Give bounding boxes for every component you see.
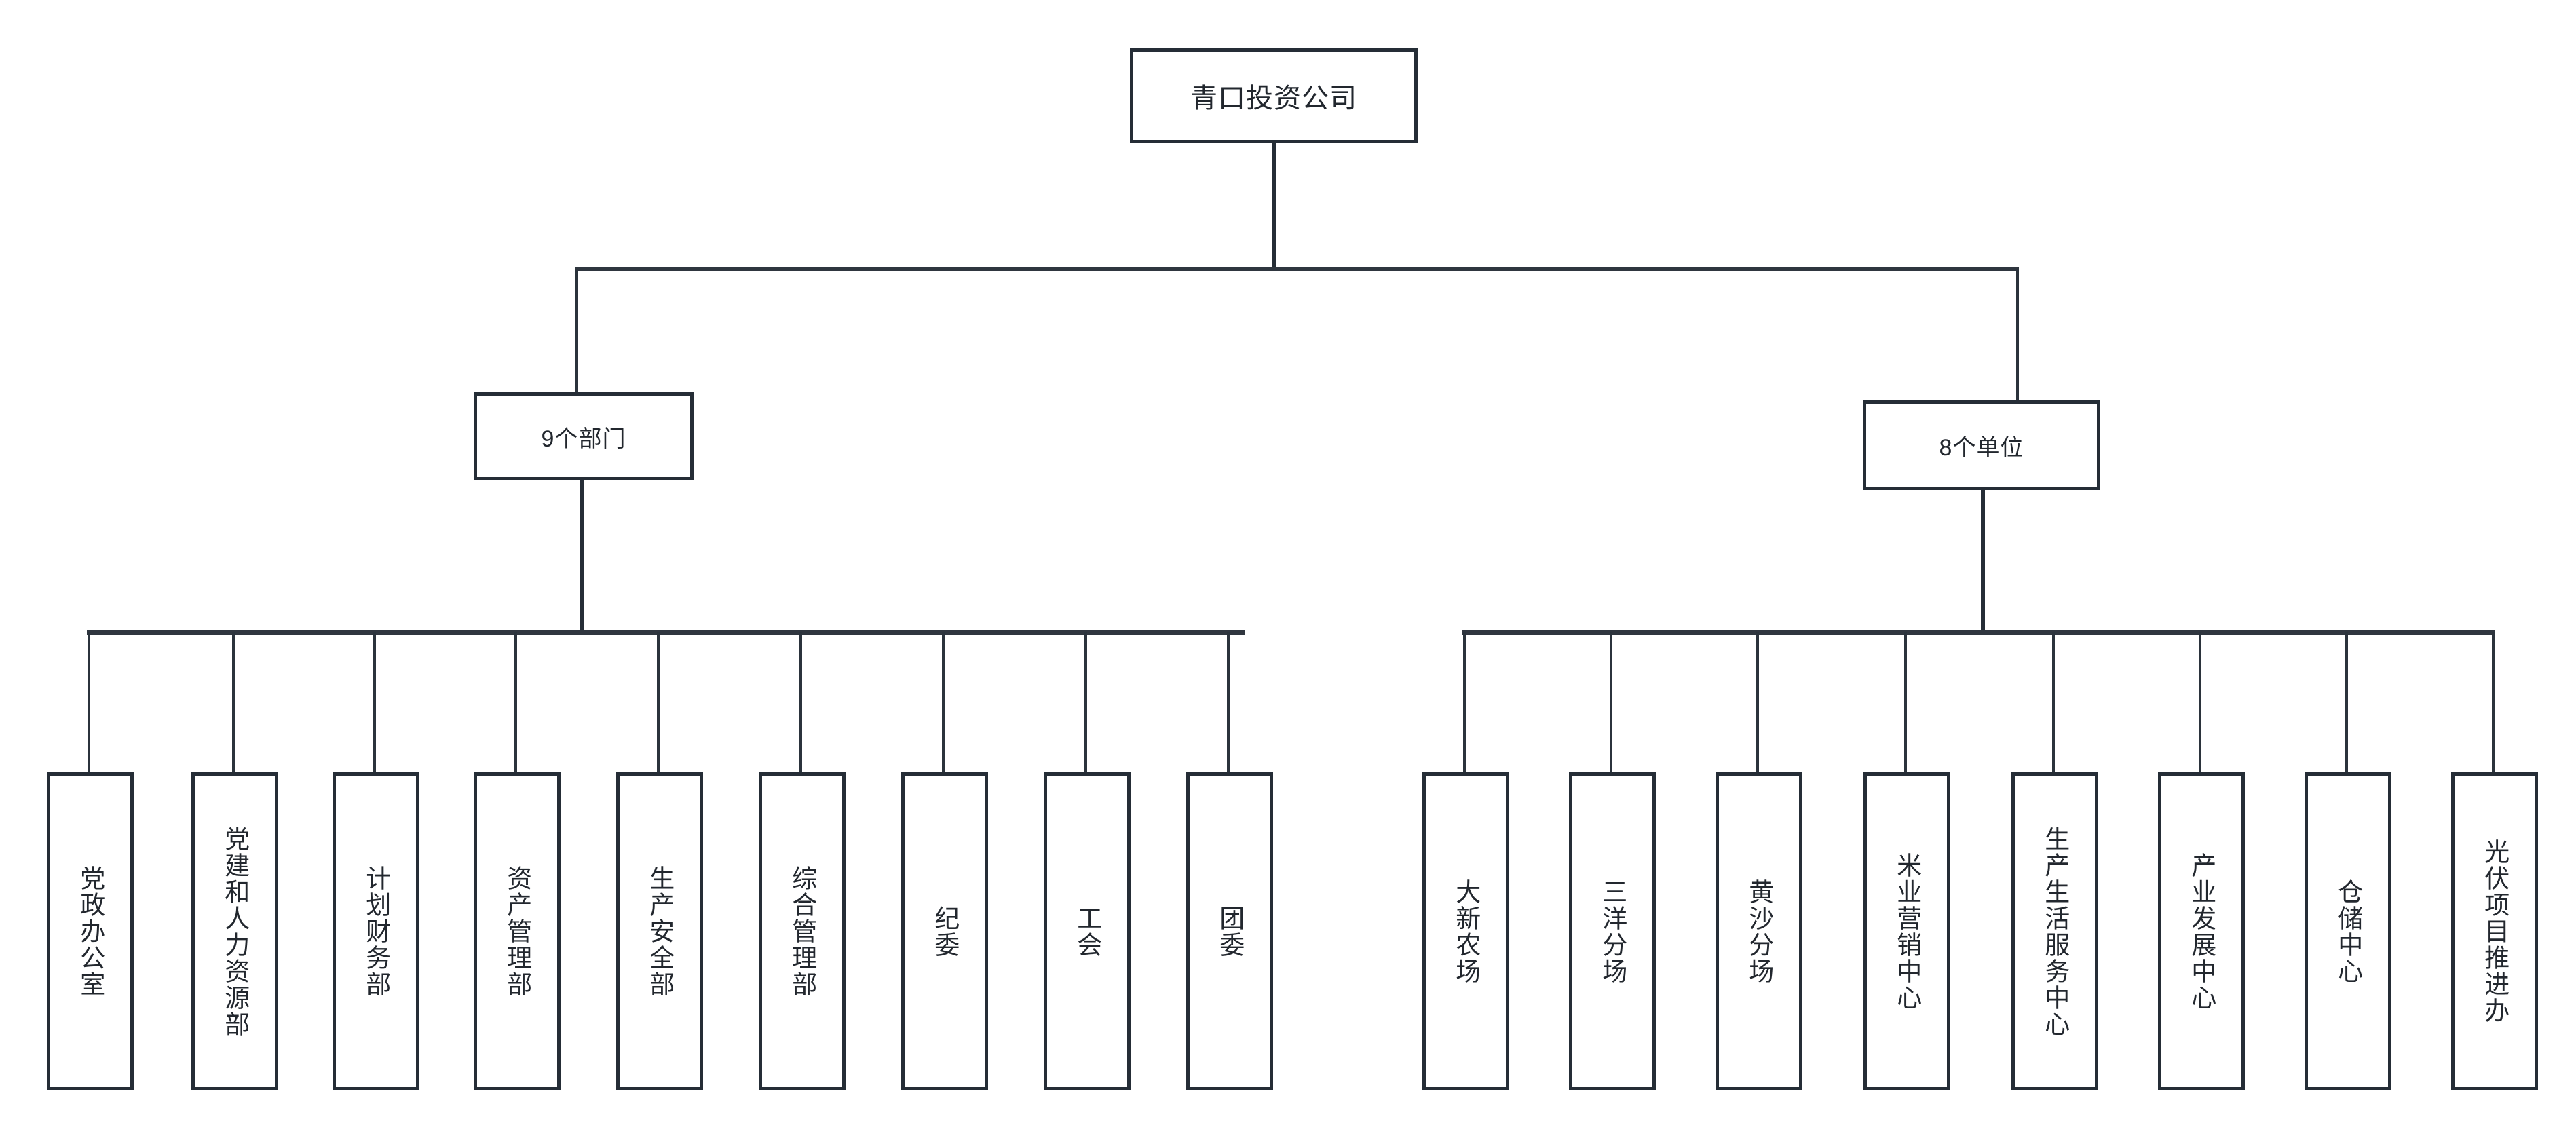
node-branch-departments[interactable]: 9个部门 [474, 392, 694, 480]
node-root-company-label: 青口投资公司 [1190, 83, 1357, 113]
connector-drop-dept-4 [514, 632, 517, 774]
connector-drop-unit-4 [1904, 632, 1907, 774]
node-unit-4[interactable]: 米业营销中心 [1863, 772, 1950, 1090]
node-dept-7-label: 纪委 [930, 905, 959, 958]
node-dept-1-label: 党政办公室 [76, 865, 105, 998]
node-dept-2-label: 党建和人力资源部 [221, 825, 249, 1038]
node-dept-9[interactable]: 团委 [1186, 772, 1273, 1090]
connector-drop-dept-3 [373, 632, 376, 774]
node-unit-5[interactable]: 生产生活服务中心 [2011, 772, 2098, 1090]
node-dept-6-label: 综合管理部 [788, 865, 816, 998]
node-dept-7[interactable]: 纪委 [901, 772, 988, 1090]
connector-drop-unit-8 [2492, 632, 2495, 774]
node-dept-4-label: 资产管理部 [503, 865, 531, 998]
node-unit-5-label: 生产生活服务中心 [2041, 825, 2069, 1038]
connector-drop-unit-5 [2052, 632, 2055, 774]
connector-departments-stem [580, 480, 584, 633]
connector-drop-dept-2 [232, 632, 235, 774]
node-unit-8-label: 光伏项目推进办 [2480, 839, 2509, 1024]
node-branch-departments-label: 9个部门 [541, 425, 626, 452]
node-unit-3[interactable]: 黄沙分场 [1716, 772, 1802, 1090]
node-unit-2[interactable]: 三洋分场 [1569, 772, 1656, 1090]
connector-drop-unit-2 [1610, 632, 1612, 774]
connector-drop-dept-1 [88, 632, 90, 774]
node-branch-units[interactable]: 8个单位 [1863, 400, 2100, 490]
connector-drop-dept-6 [799, 632, 802, 774]
node-unit-8[interactable]: 光伏项目推进办 [2451, 772, 2538, 1090]
node-dept-6[interactable]: 综合管理部 [759, 772, 846, 1090]
connector-departments-bar [87, 630, 1245, 635]
connector-units-bar [1462, 630, 2495, 635]
connector-drop-unit-1 [1463, 632, 1466, 774]
node-dept-5-label: 生产安全部 [645, 865, 674, 998]
node-unit-3-label: 黄沙分场 [1745, 878, 1773, 985]
node-branch-units-label: 8个单位 [1939, 434, 2024, 461]
connector-root-stem [1272, 142, 1276, 271]
node-dept-9-label: 团委 [1215, 905, 1244, 958]
node-dept-8-label: 工会 [1073, 905, 1101, 958]
node-dept-5[interactable]: 生产安全部 [616, 772, 703, 1090]
node-unit-7-label: 仓储中心 [2334, 878, 2362, 985]
connector-root-split-bar [575, 267, 2019, 271]
node-dept-2[interactable]: 党建和人力资源部 [191, 772, 278, 1090]
node-unit-6-label: 产业发展中心 [2187, 852, 2216, 1011]
connector-drop-unit-6 [2199, 632, 2201, 774]
node-unit-1[interactable]: 大新农场 [1422, 772, 1509, 1090]
connector-drop-unit-3 [1756, 632, 1759, 774]
connector-drop-dept-7 [942, 632, 945, 774]
node-root-company[interactable]: 青口投资公司 [1130, 48, 1418, 143]
connector-to-departments [575, 269, 578, 392]
node-dept-8[interactable]: 工会 [1044, 772, 1131, 1090]
connector-drop-dept-9 [1227, 632, 1230, 774]
node-unit-4-label: 米业营销中心 [1893, 852, 1921, 1011]
node-unit-6[interactable]: 产业发展中心 [2158, 772, 2245, 1090]
node-dept-4[interactable]: 资产管理部 [474, 772, 561, 1090]
connector-drop-dept-8 [1084, 632, 1087, 774]
connector-drop-unit-7 [2345, 632, 2348, 774]
connector-units-stem [1981, 490, 1985, 634]
node-unit-2-label: 三洋分场 [1598, 878, 1627, 985]
node-dept-1[interactable]: 党政办公室 [47, 772, 134, 1090]
connector-drop-dept-5 [657, 632, 660, 774]
node-unit-7[interactable]: 仓储中心 [2305, 772, 2391, 1090]
connector-to-units [2016, 269, 2019, 400]
node-unit-1-label: 大新农场 [1452, 878, 1480, 985]
node-dept-3[interactable]: 计划财务部 [333, 772, 419, 1090]
node-dept-3-label: 计划财务部 [362, 865, 390, 998]
